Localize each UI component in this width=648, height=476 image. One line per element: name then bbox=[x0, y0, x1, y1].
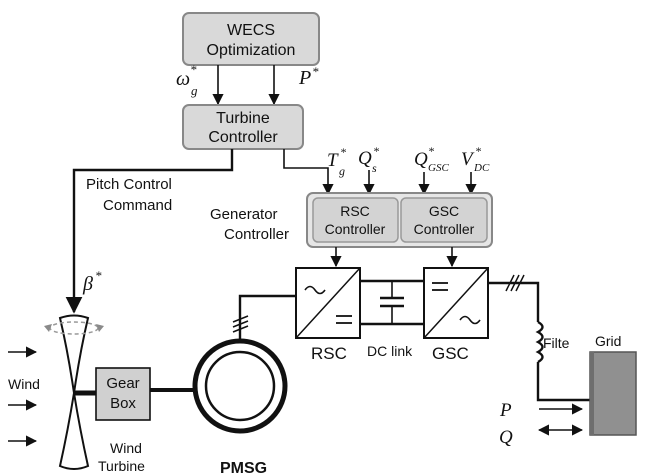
three-phase-mark-grid bbox=[505, 274, 525, 292]
wecs-label-line1: WECS bbox=[227, 22, 275, 39]
rotation-arrow-right-icon bbox=[96, 324, 104, 332]
rsc-controller-line1: RSC bbox=[340, 203, 370, 219]
wind-turbine-label-line1: Wind bbox=[110, 440, 142, 456]
generator-controller-line1: Generator bbox=[210, 206, 278, 223]
filter-to-grid-line bbox=[536, 362, 590, 402]
gear-label-line1: Gear bbox=[106, 375, 139, 392]
gear-label-line2: Box bbox=[110, 395, 136, 412]
rsc-converter bbox=[295, 267, 361, 339]
reactive-power-label: Q bbox=[499, 427, 513, 448]
qgsc-symbol: Q bbox=[414, 149, 428, 170]
vdc-symbol: V bbox=[461, 149, 475, 170]
grid-block bbox=[589, 351, 637, 436]
torque-ref-star: * bbox=[340, 145, 346, 159]
omega-subscript: g bbox=[191, 83, 198, 98]
gsc-controller-line1: GSC bbox=[429, 203, 459, 219]
dc-link-label: DC link bbox=[367, 343, 413, 359]
dc-link bbox=[360, 279, 424, 326]
vdc-subscript: DC bbox=[473, 162, 490, 174]
beta-star: * bbox=[95, 268, 102, 283]
wind-turbine-label-line2: Turbine bbox=[98, 458, 145, 474]
turbine-controller-block: Turbine Controller bbox=[182, 104, 304, 150]
power-ref-star: * bbox=[312, 64, 319, 79]
active-power-label: P bbox=[499, 400, 512, 421]
generator-controller-line2: Controller bbox=[224, 226, 289, 243]
omega-star: * bbox=[190, 62, 197, 77]
wind-label: Wind bbox=[8, 376, 40, 392]
torque-ref-subscript: g bbox=[339, 164, 345, 178]
qgsc-subscript: GSC bbox=[428, 162, 449, 174]
gsc-controller-line2: Controller bbox=[414, 221, 475, 237]
turbine-label-line2: Controller bbox=[208, 129, 278, 146]
pitch-label-line2: Command bbox=[103, 197, 172, 214]
three-phase-mark-stator bbox=[232, 315, 249, 333]
rsc-controller-block bbox=[312, 197, 399, 243]
wecs-optimization-block: WECS Optimization bbox=[182, 12, 320, 66]
gear-box: Gear Box bbox=[95, 367, 151, 421]
qs-symbol: Q bbox=[358, 148, 372, 169]
grid-label: Grid bbox=[595, 333, 621, 349]
generator-controller-group: RSC Controller GSC Controller bbox=[306, 192, 493, 248]
wecs-label-line2: Optimization bbox=[207, 42, 296, 59]
rsc-controller-line2: Controller bbox=[325, 221, 386, 237]
wind-turbine-rotor bbox=[44, 314, 104, 470]
vdc-star: * bbox=[475, 144, 481, 158]
qs-subscript: s bbox=[372, 161, 377, 175]
pmsg-generator bbox=[192, 338, 288, 434]
filter-label: Filte bbox=[543, 335, 570, 351]
gsc-controller-block bbox=[400, 197, 488, 243]
filter-inductor bbox=[535, 320, 544, 364]
gsc-label: GSC bbox=[432, 344, 469, 363]
omega-symbol: ω bbox=[176, 68, 190, 90]
gsc-converter bbox=[423, 267, 489, 339]
stator-line bbox=[238, 294, 296, 342]
torque-ref-symbol: T bbox=[327, 150, 339, 171]
pitch-command-line bbox=[65, 149, 234, 314]
qgsc-star: * bbox=[428, 144, 434, 158]
pmsg-label: PMSG bbox=[220, 460, 267, 476]
rsc-label: RSC bbox=[311, 344, 347, 363]
beta-symbol: β bbox=[82, 273, 93, 295]
rotation-arrow-left-icon bbox=[44, 324, 52, 332]
qs-star: * bbox=[373, 144, 379, 158]
pitch-label-line1: Pitch Control bbox=[86, 176, 172, 193]
grid-side-line bbox=[488, 281, 540, 322]
power-ref-symbol: P bbox=[298, 67, 311, 89]
torque-ref-line bbox=[283, 149, 334, 196]
turbine-label-line1: Turbine bbox=[216, 110, 270, 127]
